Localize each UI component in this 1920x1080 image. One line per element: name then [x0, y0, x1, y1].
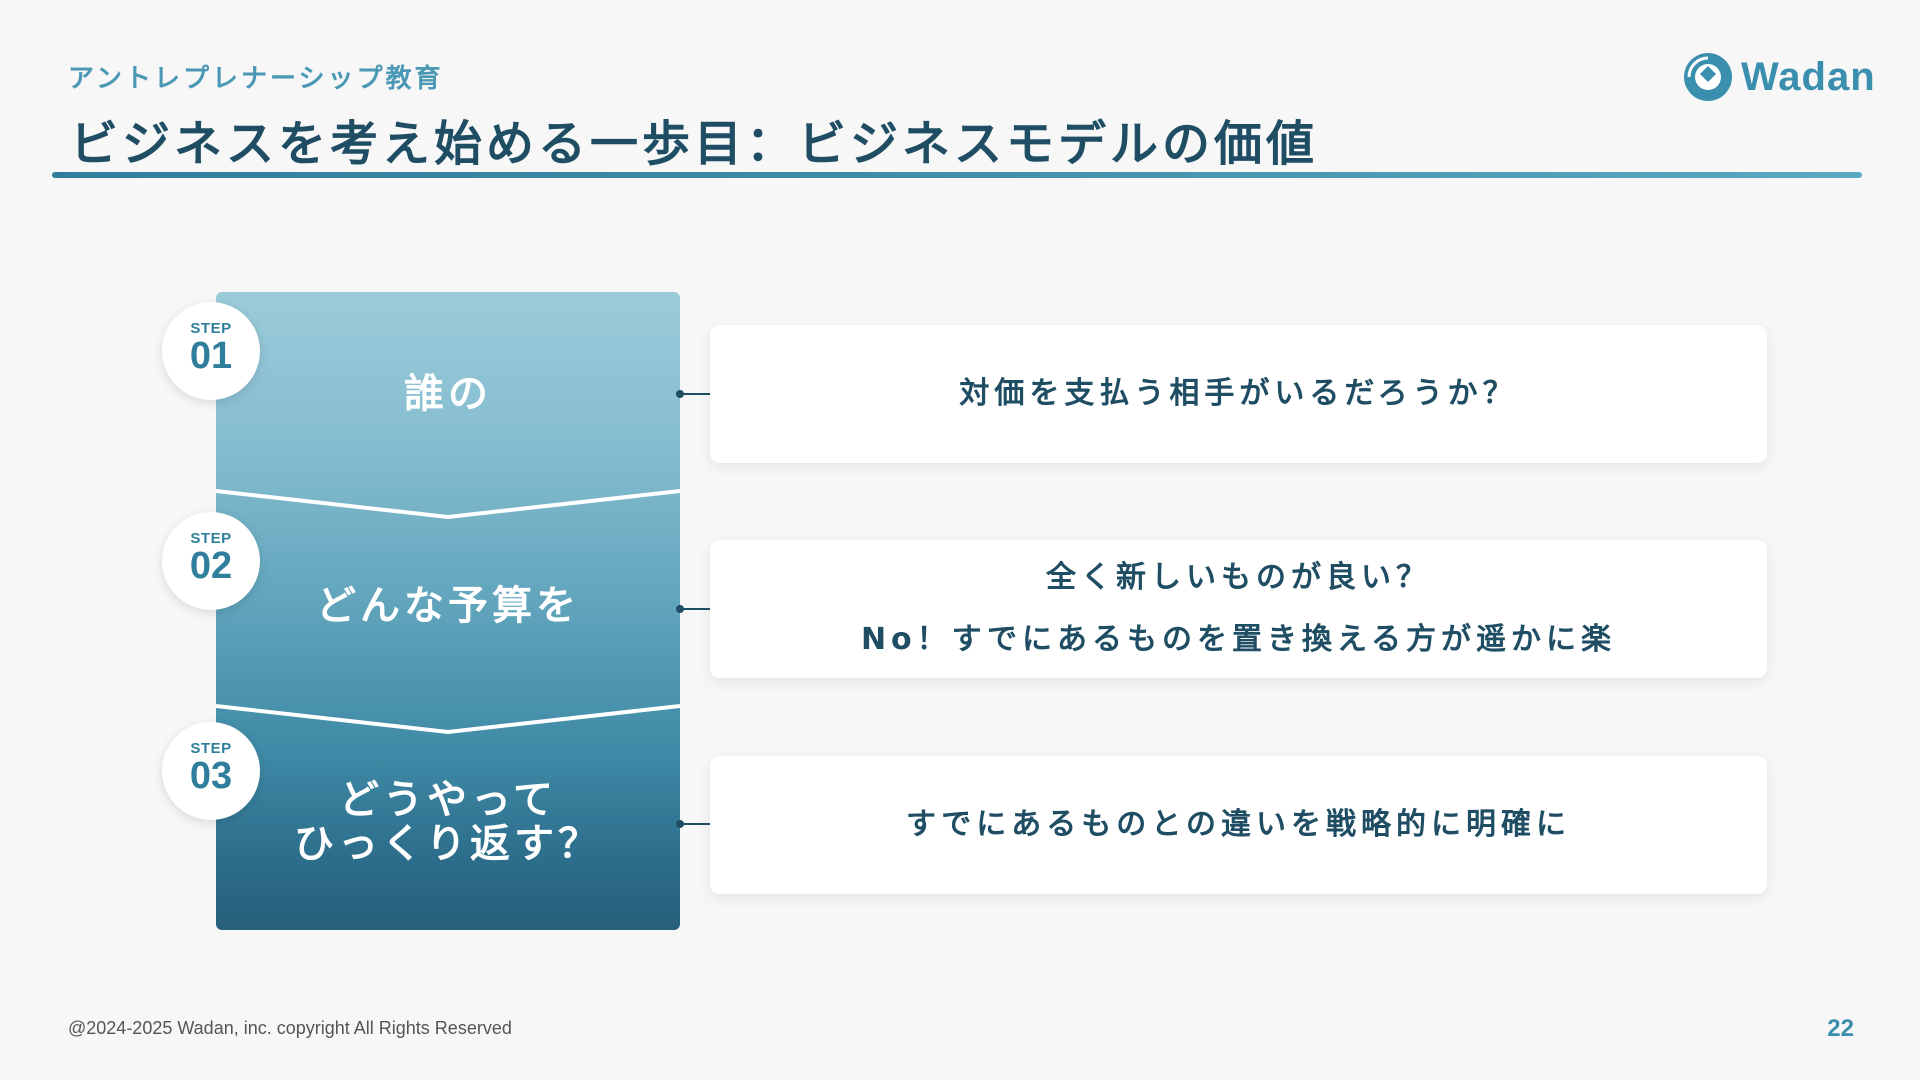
stage-3-label: どうやって ひっくり返す？ [216, 778, 680, 866]
step-badge-03: STEP 03 [162, 722, 260, 820]
card-step-3: すでにあるものとの違いを戦略的に明確に [710, 756, 1767, 894]
step-label: STEP [190, 740, 232, 757]
connectors [676, 390, 710, 828]
card-2-text-line1: 全く新しいものが良い？ [1046, 560, 1431, 595]
copyright: @2024-2025 Wadan, inc. copyright All Rig… [68, 1018, 512, 1038]
logo: Wadan [1683, 52, 1876, 102]
page-title: ビジネスを考え始める一歩目：ビジネスモデルの価値 [70, 116, 1319, 172]
step-label: STEP [190, 320, 232, 337]
stage-1-label: 誰の [404, 371, 492, 417]
section-subtitle: アントレプレナーシップ教育 [68, 64, 444, 94]
card-step-1: 対価を支払う相手がいるだろうか？ [710, 325, 1767, 463]
page-number: 22 [1827, 1015, 1854, 1042]
step-badge-02: STEP 02 [162, 512, 260, 610]
title-underline [52, 172, 1862, 178]
divider-1 [216, 489, 680, 520]
step-badge-01: STEP 01 [162, 302, 260, 400]
wadan-logo-icon [1684, 53, 1732, 101]
step-number: 01 [189, 335, 233, 377]
funnel: 誰の どんな予算を どうやって ひっくり返す？ [216, 292, 680, 930]
card-3-text: すでにあるものとの違いを戦略的に明確に [906, 807, 1571, 842]
card-1-text: 対価を支払う相手がいるだろうか？ [959, 376, 1518, 411]
stage-3-line1: どうやって [339, 777, 557, 823]
logo-text: Wadan [1741, 54, 1876, 99]
divider-2 [216, 704, 680, 735]
step-label: STEP [190, 530, 232, 547]
card-2-text-line2: No！すでにあるものを置き換える方が遥かに楽 [860, 622, 1617, 657]
stage-3-line2: ひっくり返す？ [294, 821, 602, 867]
step-number: 02 [189, 545, 233, 587]
stage-2-label: どんな予算を [316, 583, 580, 629]
card-step-2: 全く新しいものが良い？ No！すでにあるものを置き換える方が遥かに楽 [710, 540, 1767, 678]
step-number: 03 [189, 755, 233, 797]
funnel-dividers [216, 489, 680, 735]
